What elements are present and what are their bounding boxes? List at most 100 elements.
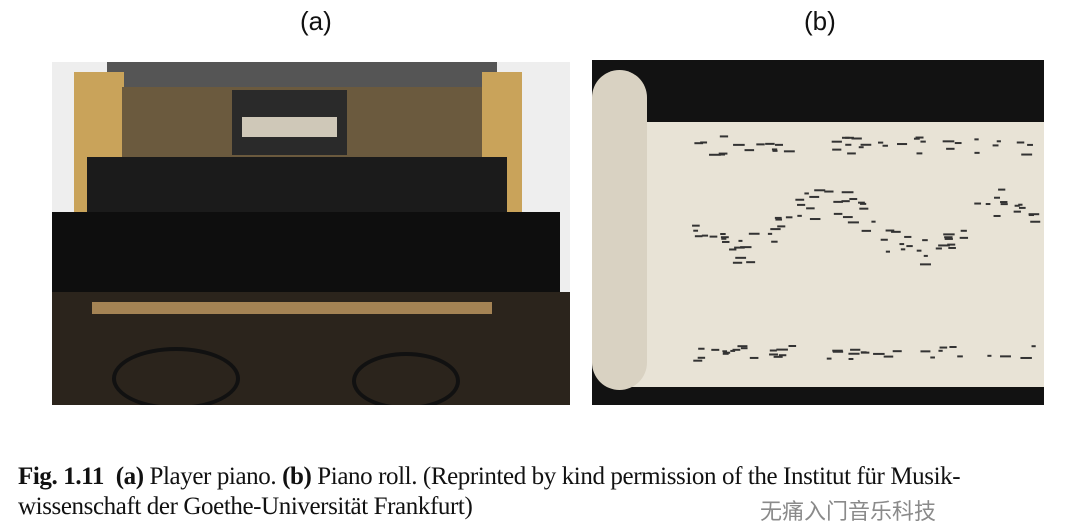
perforation — [860, 351, 870, 354]
perforation — [769, 353, 778, 356]
perforation — [954, 142, 962, 145]
perforation — [849, 198, 858, 201]
perforation — [765, 142, 775, 145]
perforation — [738, 239, 743, 242]
perforation — [998, 188, 1006, 191]
perforation — [826, 357, 832, 360]
perforation — [719, 135, 729, 138]
perforation — [776, 348, 788, 351]
perforation — [785, 216, 793, 219]
perforation — [774, 216, 782, 219]
perforation — [832, 148, 842, 151]
perforation — [885, 229, 895, 232]
piano-roll-photo — [592, 60, 1044, 405]
perforation — [711, 348, 720, 351]
perforation — [1030, 220, 1041, 223]
perforation — [720, 236, 729, 239]
perforation — [756, 143, 765, 146]
perforation — [847, 221, 859, 224]
perforation — [833, 212, 843, 215]
perforation — [698, 347, 705, 350]
perforation — [974, 151, 980, 154]
perforation — [832, 350, 844, 353]
perforation — [938, 349, 943, 352]
perforation — [719, 153, 725, 156]
perforation — [694, 142, 704, 145]
perforation — [922, 239, 928, 242]
perforation — [692, 224, 700, 227]
perforation — [897, 143, 908, 146]
perforation — [858, 201, 865, 204]
perforation — [809, 218, 821, 221]
perforation — [949, 346, 957, 349]
perforation — [992, 144, 999, 147]
perforation — [720, 233, 726, 236]
perforation — [773, 355, 783, 358]
perforation — [697, 356, 706, 359]
perforation — [1000, 201, 1008, 204]
perforation — [732, 348, 741, 351]
perforation — [1000, 355, 1011, 358]
perforation — [845, 143, 852, 146]
perforation — [847, 152, 856, 155]
perforation — [851, 137, 862, 140]
perforation — [848, 352, 860, 355]
roll-perforations — [692, 135, 1041, 362]
perforation — [832, 349, 843, 352]
perforation — [797, 203, 806, 206]
perforation — [771, 148, 778, 151]
perforation — [923, 254, 928, 257]
perforation — [700, 141, 708, 144]
perforation — [1018, 206, 1026, 209]
perforation — [942, 140, 955, 143]
perforation — [974, 138, 979, 141]
perforation — [734, 246, 745, 249]
perforation — [947, 243, 956, 246]
perforation — [767, 232, 773, 235]
perforation — [935, 247, 942, 250]
perforation — [948, 246, 956, 249]
perforation — [944, 237, 953, 240]
perforation — [919, 263, 931, 266]
perforation — [974, 202, 982, 205]
perforation — [943, 233, 955, 236]
player-piano-photo — [52, 62, 570, 405]
perforation — [1016, 141, 1025, 144]
perforation — [769, 349, 777, 352]
perforation — [885, 250, 890, 253]
perforation — [880, 238, 888, 241]
perforation — [721, 237, 727, 240]
perforation — [770, 228, 781, 231]
perforation — [833, 200, 843, 203]
perforation — [740, 246, 752, 249]
perforation — [859, 202, 867, 205]
perforation — [694, 235, 703, 238]
perforation — [729, 248, 737, 251]
perforation — [732, 261, 743, 264]
perforation — [841, 191, 854, 194]
perforation — [746, 261, 756, 264]
perforation — [946, 147, 955, 150]
perforation — [748, 232, 760, 235]
perforation — [842, 216, 853, 219]
perforation — [877, 141, 884, 144]
perforation — [1000, 203, 1008, 206]
panel-label-a: (a) — [300, 6, 332, 36]
perforation — [809, 195, 820, 198]
perforation — [994, 196, 1001, 199]
perforation — [859, 207, 869, 210]
perforation — [900, 248, 906, 251]
perforation — [860, 143, 872, 146]
perforation — [1027, 143, 1033, 146]
caption-b-text: Piano roll. (Reprinted by kind permissio… — [311, 463, 961, 490]
caption-a-text: Player piano. — [143, 463, 283, 490]
figure-caption: Fig. 1.11 (a) Player piano. (b) Piano ro… — [18, 462, 961, 522]
perforation — [882, 144, 888, 147]
perforation — [804, 192, 809, 195]
perforation — [985, 203, 991, 206]
perforation — [1013, 210, 1021, 213]
perforation — [930, 356, 935, 359]
perforation — [871, 220, 876, 223]
perforation — [850, 348, 861, 351]
perforation — [920, 140, 926, 143]
